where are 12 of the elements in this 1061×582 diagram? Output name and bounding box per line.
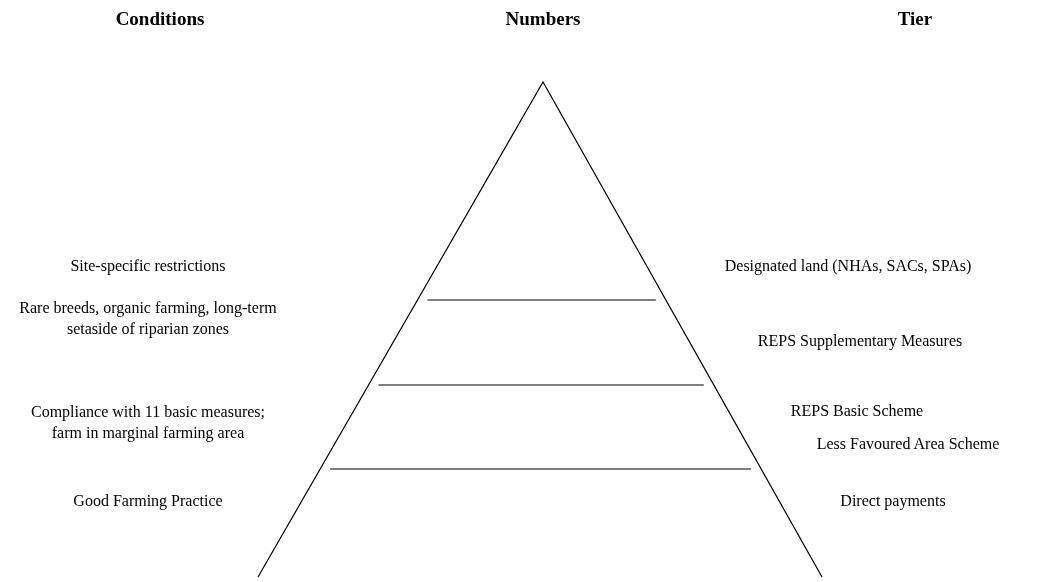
tier-label: REPS Basic Scheme: [789, 401, 925, 421]
tier-label: Designated land (NHAs, SACs, SPAs): [723, 256, 973, 276]
column-heading: Conditions: [114, 8, 206, 29]
tier-label: REPS Supplementary Measures: [756, 331, 964, 351]
column-heading: Numbers: [504, 8, 582, 29]
condition-label: Good Farming Practice: [72, 491, 224, 511]
condition-label: Site-specific restrictions: [69, 256, 227, 276]
condition-label: Rare breeds, organic farming, long-term setaside of riparian zones: [18, 298, 278, 339]
tier-label: Less Favoured Area Scheme: [815, 434, 1001, 454]
condition-label: Compliance with 11 basic measures; farm in marginal farming area: [30, 402, 266, 443]
tier-label: Direct payments: [839, 491, 947, 511]
column-heading: Tier: [896, 8, 934, 29]
